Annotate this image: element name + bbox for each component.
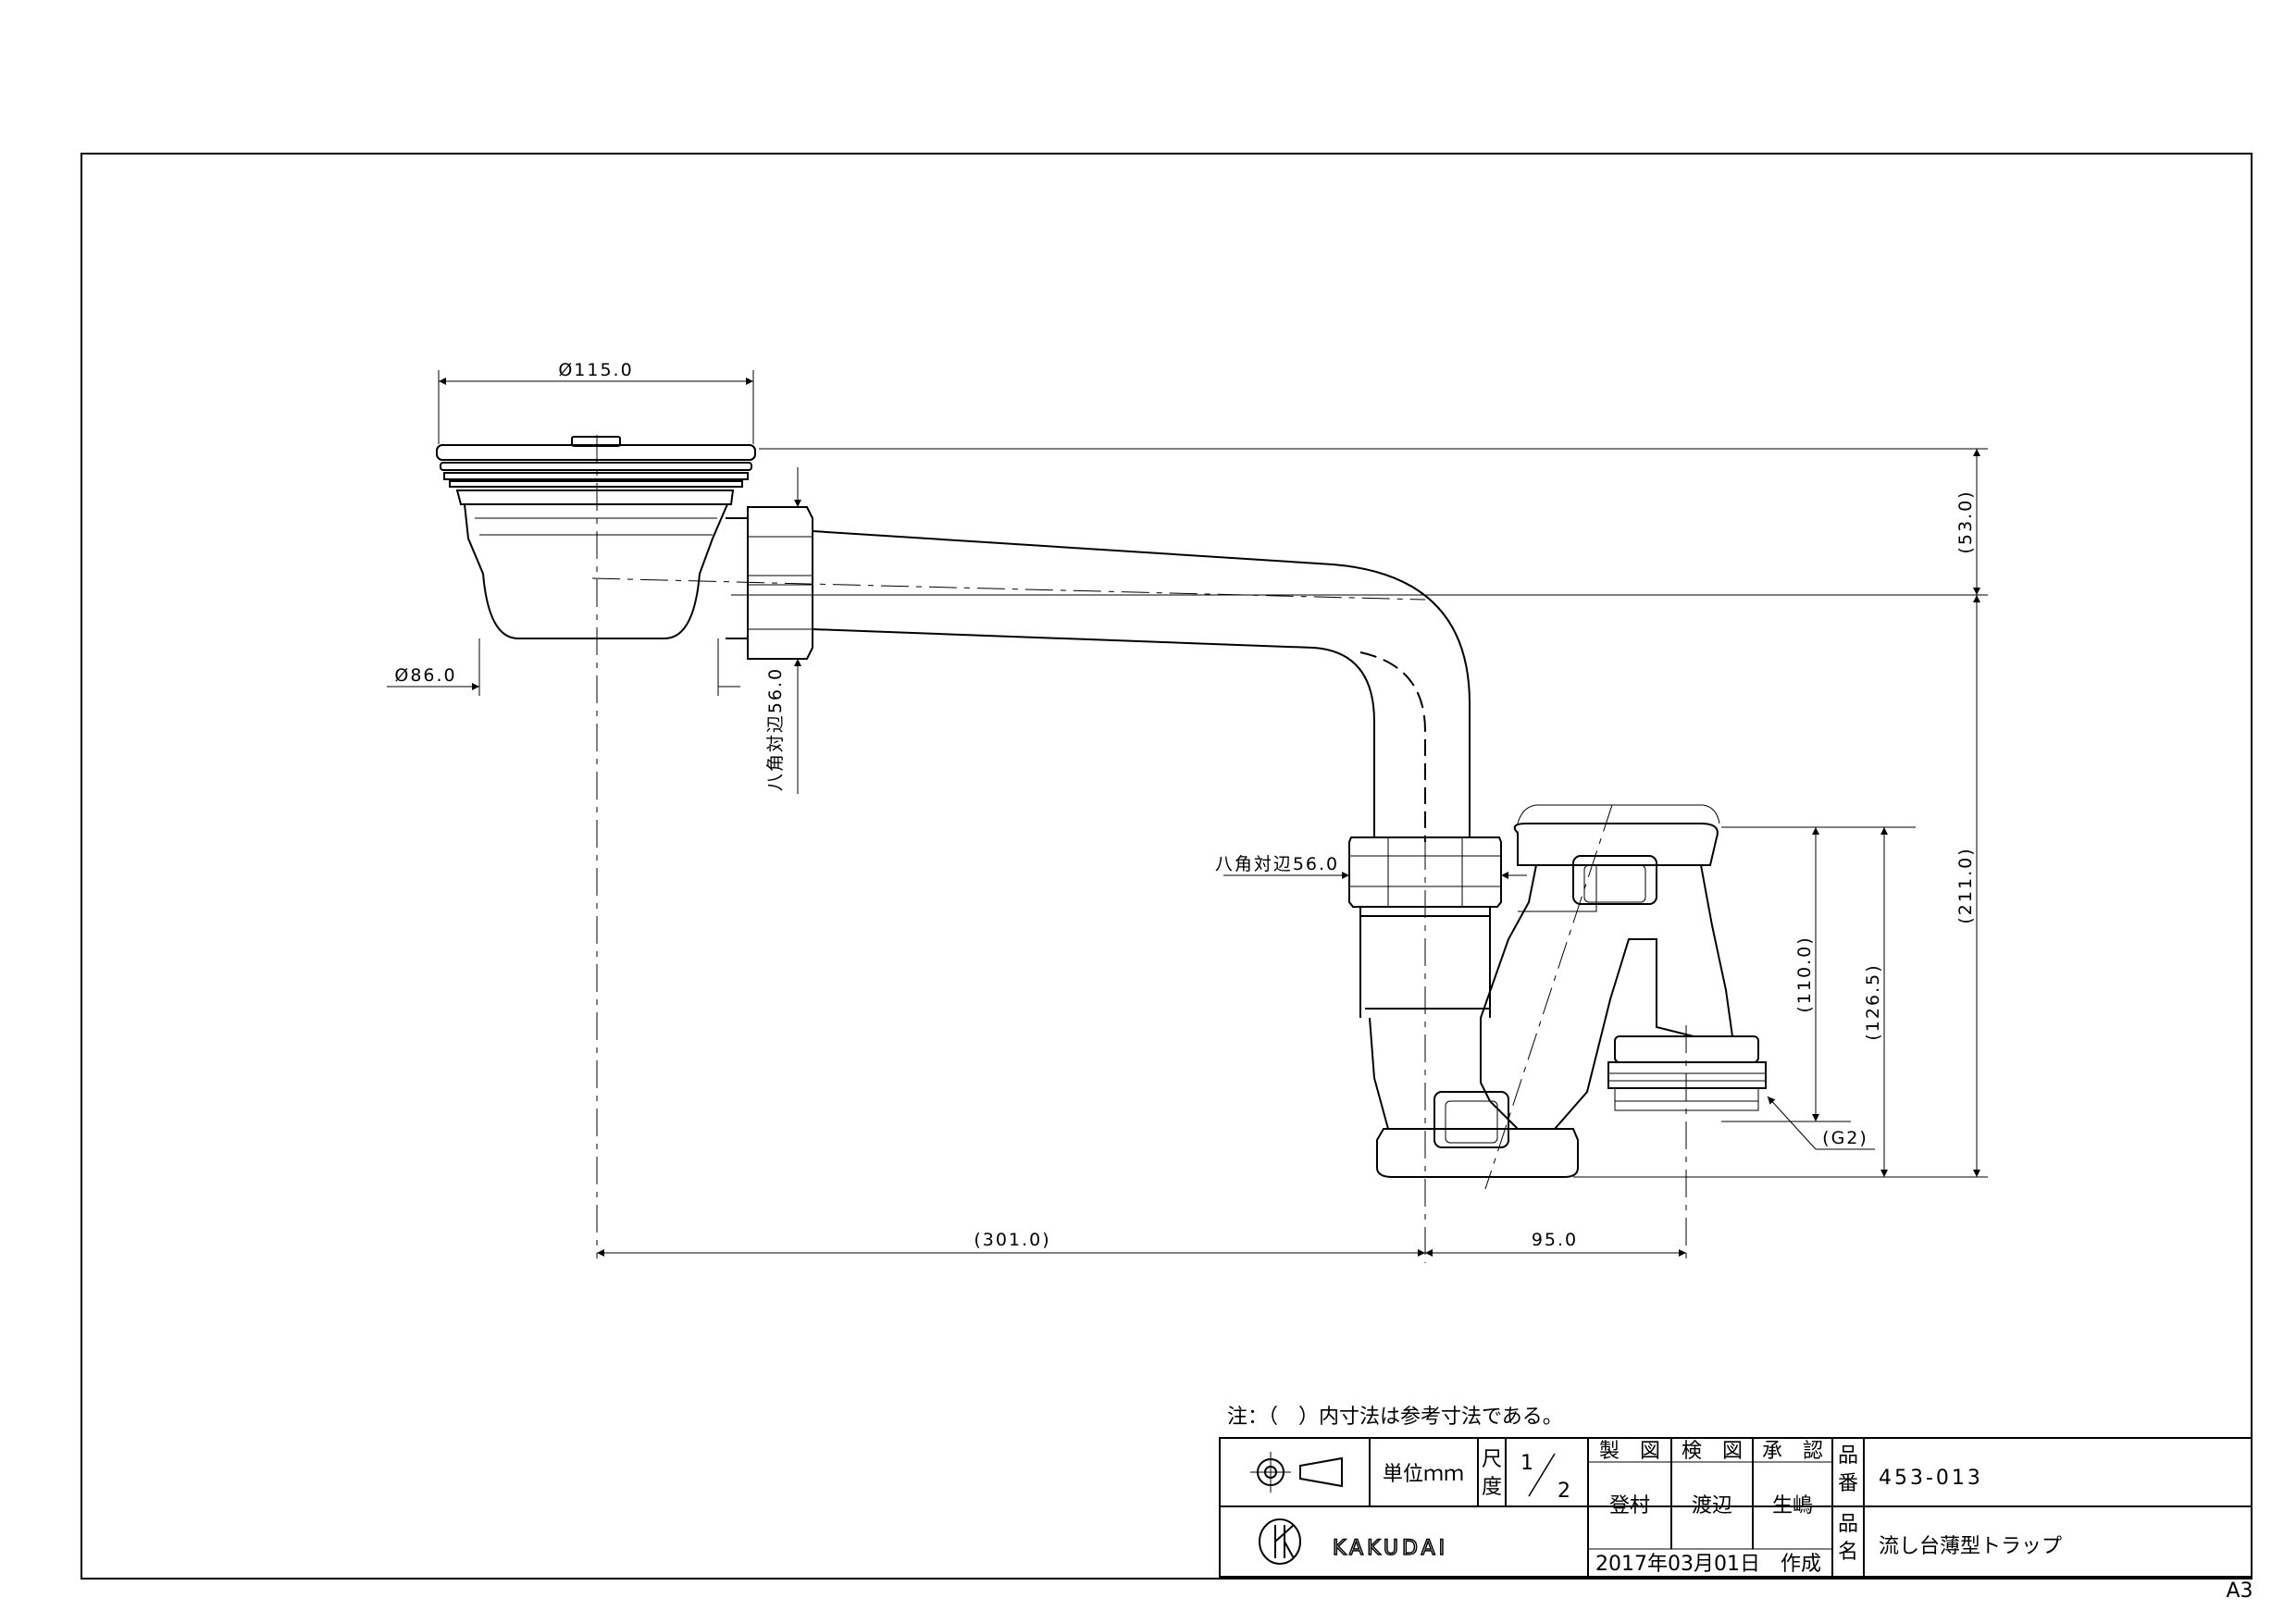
dim-body-diameter: Ø86.0: [394, 665, 456, 686]
company-logo-text: KAKUDAI: [1333, 1537, 1448, 1560]
dim-height-211: (211.0): [1955, 847, 1976, 923]
dim-height-53: (53.0): [1955, 489, 1976, 553]
unit-label: 単位ｍｍ: [1383, 1463, 1464, 1486]
reference-note: 注：（ ）内寸法は参考寸法である。: [1227, 1406, 1563, 1429]
name-label-1: 品: [1838, 1513, 1858, 1536]
part-no-label-2: 番: [1838, 1472, 1858, 1495]
header-approved: 承 認: [1762, 1440, 1823, 1463]
scale-numerator: 1: [1520, 1452, 1533, 1475]
drawing-frame: [81, 153, 2253, 1580]
trap-drawing: [436, 435, 1767, 1263]
dim-octagon-upper: 八角対辺56.0: [765, 667, 786, 791]
dim-octagon-lower: 八角対辺56.0: [1215, 854, 1339, 874]
dim-height-126-5: (126.5): [1863, 963, 1883, 1040]
title-block: [1219, 1437, 2253, 1578]
part-number: 453-013: [1879, 1467, 1983, 1490]
name-checked: 渡辺: [1692, 1494, 1732, 1518]
scale-label-1: 尺: [1482, 1448, 1502, 1471]
paper-size: A3: [2226, 1580, 2253, 1603]
dim-top-diameter: Ø115.0: [558, 360, 633, 380]
creation-date: 2017年03月01日 作成: [1595, 1553, 1821, 1576]
dim-horizontal-301: (301.0): [974, 1230, 1050, 1250]
scale-denominator: 2: [1558, 1480, 1570, 1503]
dim-horizontal-95: 95.0: [1532, 1230, 1578, 1250]
dim-height-110: (110.0): [1794, 935, 1815, 1012]
dimension-lines: [387, 370, 1988, 1257]
name-approved: 生嶋: [1772, 1494, 1813, 1518]
product-name: 流し台薄型トラップ: [1879, 1535, 2062, 1558]
header-checked: 検 図: [1682, 1440, 1743, 1463]
name-drawn: 登村: [1609, 1494, 1650, 1518]
dim-thread-g2: (G2): [1822, 1128, 1868, 1148]
scale-label-2: 度: [1482, 1476, 1502, 1499]
header-drawn: 製 図: [1599, 1440, 1660, 1463]
name-label-2: 名: [1838, 1541, 1858, 1564]
part-no-label-1: 品: [1838, 1444, 1858, 1468]
